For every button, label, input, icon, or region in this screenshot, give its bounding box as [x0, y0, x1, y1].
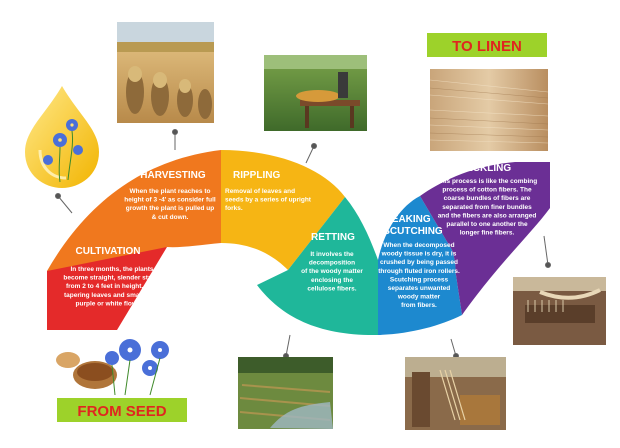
to-linen-label-text: TO LINEN — [452, 38, 522, 55]
stage-desc-line: height of 3 -4' as consider full — [124, 197, 216, 204]
connector-lines — [55, 129, 551, 359]
stage-title-breaking-2: & SCUTCHING — [373, 226, 443, 237]
stage-desc-line: tapering leaves and small blue, — [64, 292, 160, 299]
stage-desc-line: parallel to one another the — [446, 221, 528, 228]
stage-desc-heckling: This process is like the combing process … — [437, 178, 537, 237]
band-segment-heckling — [420, 162, 550, 315]
process-band — [47, 150, 550, 336]
harvest-photo — [117, 22, 214, 123]
connector-dot-harvesting — [172, 129, 178, 135]
stage-desc-line: from fibers. — [401, 302, 437, 309]
stage-desc-line: separates unwanted — [388, 285, 451, 292]
band-segment-harvesting — [47, 150, 221, 271]
stage-desc-line: woody tissue is dry, it is — [381, 251, 457, 258]
stage-desc-harvesting: When the plant reaches to height of 3 -4'… — [124, 188, 216, 221]
stage-desc-line: cellulose fibers. — [307, 285, 356, 292]
stage-desc-line: It involves the — [310, 251, 354, 258]
stage-desc-line: & cut down. — [152, 214, 189, 221]
stage-desc-breaking: When the decomposed woody tissue is dry, … — [378, 242, 460, 309]
stage-desc-line: coarse bundles of fibers are — [444, 195, 531, 202]
stage-title-retting: RETTING — [311, 232, 355, 243]
stage-desc-rippling: Removal of leaves and seeds by a series o… — [225, 188, 312, 212]
stage-desc-line: Removal of leaves and — [225, 188, 295, 195]
from-seed-label: FROM SEED — [57, 398, 187, 422]
stage-desc-line: When the decomposed — [383, 242, 454, 249]
stage-desc-line: process of cotton fibers. The — [442, 187, 532, 194]
to-linen-label: TO LINEN — [427, 33, 547, 57]
stage-desc-line: woody matter — [397, 294, 441, 301]
connector-heckling — [543, 235, 549, 266]
stage-desc-line: decomposition — [309, 260, 355, 267]
stage-desc-line: longer fine fibers. — [460, 230, 515, 237]
stage-title-cultivation: CULTIVATION — [76, 246, 141, 257]
stage-desc-line: and the fibers are also arranged — [438, 212, 537, 219]
stage-desc-line: Scutching process — [390, 276, 449, 283]
stage-desc-line: enclosing the — [311, 277, 353, 284]
stage-desc-line: become straight, slender stalks — [63, 275, 161, 282]
from-seed-label-text: FROM SEED — [77, 403, 166, 420]
stage-desc-line: of the woody matter — [301, 268, 363, 275]
stage-desc-line: purple or white flowers. — [76, 300, 149, 307]
stage-desc-line: through fluted iron rollers. — [378, 268, 460, 275]
to-linen-label-bg — [427, 33, 547, 57]
stage-desc-cultivation: In three months, the plants become straig… — [63, 266, 161, 307]
connector-dot-rippling — [311, 143, 317, 149]
stage-desc-line: When the plant reaches to — [130, 188, 211, 195]
connector-rippling — [305, 145, 315, 164]
from-seed-label-bg — [57, 398, 187, 422]
band-segment-breaking — [378, 196, 462, 335]
stage-desc-line: forks. — [225, 205, 243, 212]
stage-desc-line: from 2 to 4 feet in height, with — [66, 283, 158, 290]
stage-texts: CULTIVATION In three months, the plants b… — [63, 163, 537, 309]
scutching-photo — [405, 357, 506, 430]
stage-title-rippling: RIPPLING — [233, 170, 280, 181]
stage-desc-line: crushed by being passed — [380, 259, 458, 266]
connector-retting — [285, 334, 291, 357]
flax-oil-drop-icon — [25, 86, 99, 188]
stage-title-heckling: HECKLING — [459, 163, 511, 174]
stage-desc-line: separated from finer bundles — [442, 204, 532, 211]
stage-title-breaking: BREAKING — [377, 214, 431, 225]
band-segment-rippling — [221, 150, 345, 270]
stage-desc-line: seeds by a series of upright — [225, 197, 312, 204]
stage-desc-line: growth the plant is pulled up — [126, 205, 214, 212]
heckling-photo — [513, 277, 606, 345]
retting-photo — [238, 357, 333, 429]
connector-dot-heckling — [545, 262, 551, 268]
band-segment-retting — [257, 197, 378, 336]
linen-fibers-photo — [429, 69, 549, 151]
rippling-photo — [264, 55, 367, 131]
stage-desc-line: In three months, the plants — [70, 266, 153, 273]
stage-desc-line: This process is like the combing — [437, 178, 537, 185]
connector-cultivation — [57, 195, 73, 214]
connector-dot-cultivation — [55, 193, 61, 199]
stage-title-harvesting: HARVESTING — [140, 170, 206, 181]
flax-seeds-flowers-icon — [56, 339, 169, 396]
